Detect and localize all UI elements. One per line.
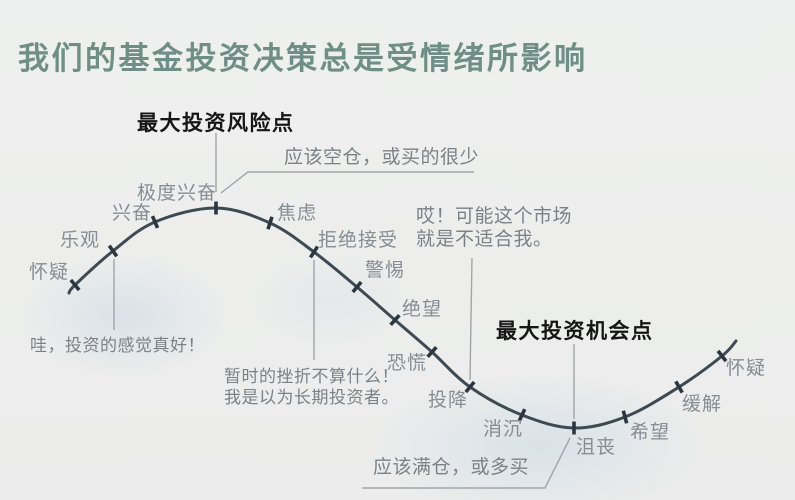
stage-tick: [150, 215, 160, 229]
stage-label: 消沉: [483, 419, 524, 440]
advice-bottom: 应该满仓，或多买: [373, 457, 530, 478]
stage-label: 警惕: [365, 260, 406, 281]
max-opportunity-point: 最大投资机会点: [496, 320, 654, 343]
temporary-setback: 暂时的挫折不算什么！ 我是以为长期投资者。: [224, 367, 399, 407]
stage-tick: [517, 408, 527, 422]
stage-label: 缓解: [682, 394, 723, 415]
stage-label: 焦虑: [277, 203, 318, 224]
stage-tick: [674, 380, 684, 394]
stage-label: 投降: [428, 390, 469, 411]
page-title: 我们的基金投资决策总是受情绪所影响: [18, 41, 588, 76]
stage-label: 希望: [630, 422, 671, 443]
stage-tick: [389, 313, 401, 327]
stage-tick: [266, 216, 274, 230]
stage-label: 绝望: [402, 299, 443, 320]
market-not-for-me: 哎！可能这个市场 就是不适合我。: [416, 206, 573, 250]
stage-label: 恐慌: [387, 353, 428, 374]
stage-tick: [107, 244, 119, 258]
stage-label: 极度兴奋: [137, 183, 218, 204]
feel-good: 哇，投资的感觉真好！: [30, 336, 205, 355]
stage-tick: [621, 410, 629, 424]
advice-top-underline: [220, 171, 474, 194]
not-for-me-pointer-line: [469, 257, 473, 381]
stage-label: 兴奋: [112, 203, 153, 224]
max-risk-point: 最大投资风险点: [137, 112, 295, 135]
stage-tick: [69, 278, 81, 292]
stage-label: 怀疑: [726, 358, 767, 379]
stage-label: 拒绝接受: [318, 230, 399, 251]
advice-bottom-underline: [362, 437, 571, 489]
stage-tick: [351, 280, 363, 294]
advice-top: 应该空仓，或买的很少: [284, 147, 480, 168]
stage-tick: [426, 345, 438, 359]
stage-tick: [716, 349, 728, 363]
stage-tick: [308, 245, 320, 259]
stage-label: 乐观: [60, 230, 101, 251]
stage-label: 怀疑: [29, 262, 70, 283]
stage-tick: [464, 380, 476, 394]
stage-label: 沮丧: [576, 437, 617, 458]
